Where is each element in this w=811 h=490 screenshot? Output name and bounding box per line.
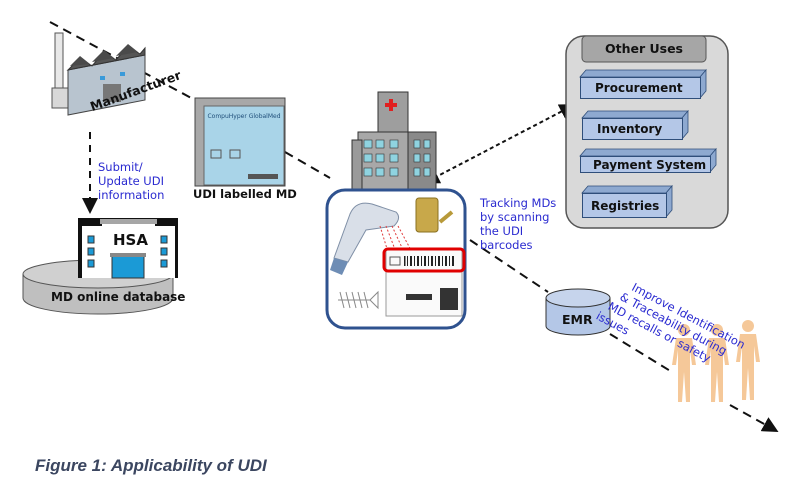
udi-label-card [385, 249, 463, 317]
annotation-line: Tracking MDs [480, 196, 557, 210]
screw-implant-image [338, 290, 379, 310]
barcode-scanner-panel [325, 188, 467, 330]
emr-database-icon [545, 288, 611, 336]
hsa-label: HSA [113, 231, 148, 249]
other-uses-header [581, 35, 707, 63]
human-figures-icon [672, 320, 760, 402]
hospital-icon [351, 91, 437, 193]
udi-md-label: UDI labelled MD [193, 187, 297, 201]
figure-caption: Figure 1: Applicability of UDI [35, 456, 267, 475]
implant-image [415, 197, 439, 233]
annotation-line: Update UDI [98, 174, 164, 188]
package-brand: CompuHyper GlobalMed [207, 113, 280, 120]
annotation-line: the UDI [480, 224, 524, 238]
barcode-scanner-icon [330, 202, 400, 275]
other-use-label: Registries [582, 193, 667, 218]
device-package-icon: CompuHyper GlobalMed [194, 97, 286, 187]
emr-label: EMR [562, 312, 593, 327]
annotation-line: Submit/ [98, 160, 143, 174]
tracking-annotation: Tracking MDs by scanning the UDI barcode… [480, 196, 556, 252]
other-use-label: Procurement [580, 77, 701, 99]
udi-highlight [382, 247, 466, 273]
other-uses-arrow [423, 104, 576, 184]
database-label: MD online database [51, 290, 186, 304]
factory-icon [51, 32, 146, 116]
other-uses-title: Other Uses [604, 41, 683, 56]
box3d-decor [579, 68, 717, 219]
annotation-line: by scanning [480, 210, 550, 224]
submit-annotation: Submit/ Update UDI information [98, 160, 164, 202]
government-building-icon [22, 218, 178, 315]
annotation-line: barcodes [480, 238, 533, 252]
annotation-line: information [98, 188, 165, 202]
other-use-label: Inventory [582, 118, 683, 140]
other-use-label: Payment System [580, 156, 711, 173]
